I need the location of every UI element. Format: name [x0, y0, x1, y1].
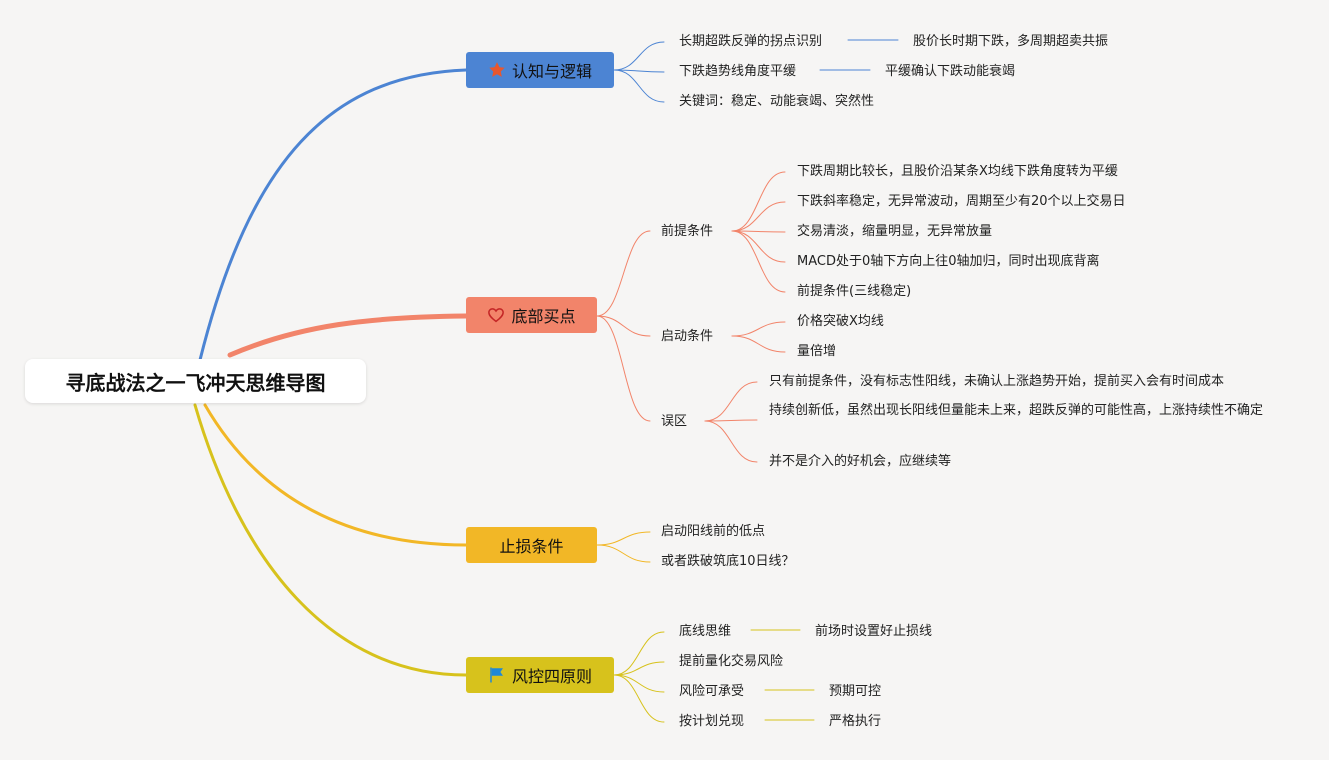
- precondition-item[interactable]: 前提条件(三线稳定): [797, 284, 912, 299]
- topic-stop-loss-conditions[interactable]: 止损条件: [466, 527, 597, 563]
- group-connector-launch: [731, 321, 786, 337]
- misconception-item[interactable]: 只有前提条件，没有标志性阳线，未确认上涨趋势开始，提前买入会有时间成本: [769, 374, 1225, 389]
- launch-condition-item[interactable]: 价格突破X均线: [797, 314, 884, 329]
- precondition-item[interactable]: MACD处于0轴下方向上往0轴加归，同时出现底背离: [797, 254, 1100, 269]
- misconception-item[interactable]: 持续创新低，虽然出现长阳线但量能未上来，超跌反弹的可能性高，上涨持续性不确定: [769, 403, 1264, 418]
- group-connector-misconception: [704, 420, 758, 463]
- group-connector-misconception: [704, 381, 758, 422]
- group-connector-precondition: [731, 230, 786, 293]
- sub-downtrend-angle-detail[interactable]: 平缓确认下跌动能衰竭: [885, 64, 1016, 79]
- sub-connector-bottom-buy: [596, 315, 651, 422]
- sub-break-10day-line[interactable]: 或者跌破筑底10日线？: [661, 554, 795, 569]
- sub-connector-cognition: [613, 69, 665, 73]
- sub-execute-plan[interactable]: 按计划兑现: [679, 714, 745, 729]
- branch-line-cognition: [198, 68, 468, 362]
- branch-line-stop-loss: [203, 403, 468, 547]
- topic-risk-control-principles[interactable]: 风控四原则: [466, 657, 614, 693]
- launch-condition-item[interactable]: 量倍增: [797, 344, 837, 359]
- sub-connector-risk-control: [613, 674, 665, 693]
- star-icon: [488, 61, 506, 79]
- group-connector-precondition: [731, 201, 786, 232]
- sub-connector-risk-control: [613, 661, 665, 676]
- misconception-item[interactable]: 并不是介入的好机会，应继续等: [769, 454, 952, 469]
- group-connector-launch: [731, 335, 786, 353]
- sub-downtrend-angle[interactable]: 下跌趋势线角度平缓: [679, 64, 797, 79]
- sub-low-before-launch[interactable]: 启动阳线前的低点: [661, 524, 766, 539]
- group-connector-misconception: [704, 419, 758, 422]
- branch-line-bottom-buy: [227, 313, 469, 358]
- sub-connector-bottom-buy: [596, 315, 651, 337]
- sub-connector-cognition: [613, 41, 665, 71]
- branch-line-risk-control: [193, 403, 468, 677]
- topic-label: 止损条件: [499, 537, 564, 556]
- sub-risk-acceptable-detail[interactable]: 预期可控: [829, 684, 882, 699]
- sub-quantify-risk[interactable]: 提前量化交易风险: [679, 654, 784, 669]
- sub-inflection-point[interactable]: 长期超跌反弹的拐点识别: [679, 34, 823, 49]
- topic-cognition-logic[interactable]: 认知与逻辑: [466, 52, 614, 88]
- sub-connector-bottom-buy: [596, 230, 651, 317]
- topic-label: 底部买点: [511, 307, 576, 326]
- topic-label: 认知与逻辑: [511, 62, 592, 81]
- sub-bottom-line-thinking-detail[interactable]: 前场时设置好止损线: [815, 624, 933, 639]
- group-connector-precondition: [731, 171, 786, 232]
- sub-launch-condition[interactable]: 启动条件: [661, 329, 714, 344]
- heart-icon: [487, 306, 505, 324]
- topic-bottom-buy-point[interactable]: 底部买点: [466, 297, 597, 333]
- sub-connector-risk-control: [613, 674, 665, 723]
- sub-keywords[interactable]: 关键词：稳定、动能衰竭、突然性: [679, 94, 875, 109]
- root-title: 寻底战法之一飞冲天思维导图: [65, 370, 326, 395]
- sub-connector-stop-loss: [596, 531, 651, 546]
- sub-misconceptions[interactable]: 误区: [661, 414, 688, 429]
- sub-connector-risk-control: [613, 631, 665, 676]
- precondition-item[interactable]: 下跌周期比较长，且股价沿某条X均线下跌角度转为平缓: [797, 164, 1118, 179]
- group-connector-precondition: [731, 230, 786, 263]
- sub-inflection-point-detail[interactable]: 股价长时期下跌，多周期超卖共振: [913, 34, 1109, 49]
- flag-icon: [488, 666, 506, 684]
- sub-connector-cognition: [613, 69, 665, 103]
- precondition-item[interactable]: 交易清淡，缩量明显，无异常放量: [797, 224, 993, 239]
- topic-label: 风控四原则: [511, 667, 592, 686]
- sub-risk-acceptable[interactable]: 风险可承受: [679, 684, 745, 699]
- group-connector-precondition: [731, 230, 786, 233]
- precondition-item[interactable]: 下跌斜率稳定，无异常波动，周期至少有20个以上交易日: [797, 194, 1126, 209]
- root-topic[interactable]: 寻底战法之一飞冲天思维导图: [25, 359, 366, 403]
- sub-precondition[interactable]: 前提条件: [661, 224, 714, 239]
- sub-bottom-line-thinking[interactable]: 底线思维: [679, 624, 732, 639]
- sub-execute-plan-detail[interactable]: 严格执行: [829, 714, 882, 729]
- sub-connector-stop-loss: [596, 544, 651, 563]
